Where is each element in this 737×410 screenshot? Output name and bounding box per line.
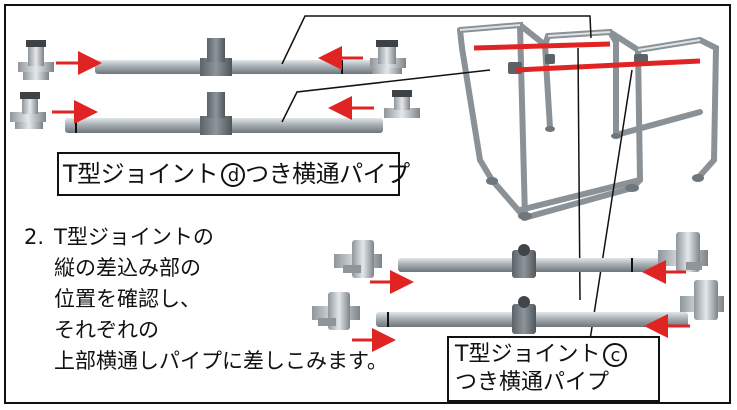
circled-d: d xyxy=(221,163,246,187)
d-label-suffix: つき横通パイプ xyxy=(245,160,410,188)
step-number: 2. xyxy=(24,225,45,249)
end-joint-c-left-2 xyxy=(312,292,360,330)
end-joint-d-right-2 xyxy=(384,90,420,118)
frame-feet xyxy=(486,126,704,220)
step-line-2: 縦の差込み部の xyxy=(54,256,201,280)
frame-assembly xyxy=(457,21,720,221)
step-line-3: 位置を確認し、 xyxy=(54,287,201,311)
panel-border xyxy=(4,4,731,404)
d-pipe-1 xyxy=(95,38,385,76)
highlight-mid-rail xyxy=(515,58,701,73)
c-label-line1: T型ジョイント xyxy=(455,342,601,367)
step-instruction: 2. T型ジョイントの 縦の差込み部の 位置を確認し、 それぞれの 上部横通しパ… xyxy=(24,222,388,377)
highlight-top-rail xyxy=(473,41,611,51)
c-pipe-1 xyxy=(398,244,660,278)
d-pipe-2 xyxy=(65,92,383,135)
step-line-4: それぞれの xyxy=(54,318,159,342)
end-joint-d-left-1 xyxy=(18,40,54,80)
d-label-text: T型ジョイント xyxy=(63,160,219,188)
step-line-5: 上部横通しパイプに差しこみます。 xyxy=(54,349,388,373)
c-label-line2: つき横通パイプ xyxy=(455,370,610,395)
end-joint-c-right-2 xyxy=(680,280,724,320)
frame-highlights xyxy=(459,24,701,51)
circled-c: c xyxy=(603,343,628,367)
end-joint-d-left-2 xyxy=(10,92,46,129)
step-line-1: T型ジョイントの xyxy=(54,225,214,249)
end-joint-d-right-1 xyxy=(370,40,406,74)
end-joint-c-left-1 xyxy=(334,240,382,278)
c-pipe-2 xyxy=(376,296,688,334)
end-joint-c-right-1 xyxy=(658,232,708,272)
